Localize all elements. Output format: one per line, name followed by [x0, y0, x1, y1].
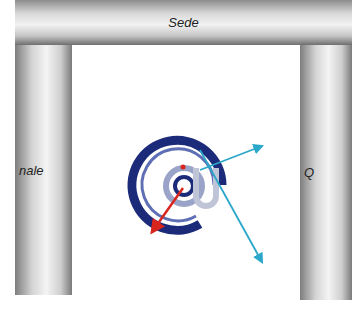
right-band: Q: [300, 45, 352, 300]
top-band: Sede: [15, 0, 352, 45]
left-band: nale: [15, 45, 72, 295]
swirl: [132, 140, 222, 230]
cyan-arrow: [200, 146, 262, 170]
band-label: nale: [19, 163, 44, 178]
band-label: Q: [304, 165, 314, 180]
band-label: Sede: [168, 15, 198, 30]
red-arrow: [152, 188, 183, 232]
red-dot: [181, 165, 186, 170]
